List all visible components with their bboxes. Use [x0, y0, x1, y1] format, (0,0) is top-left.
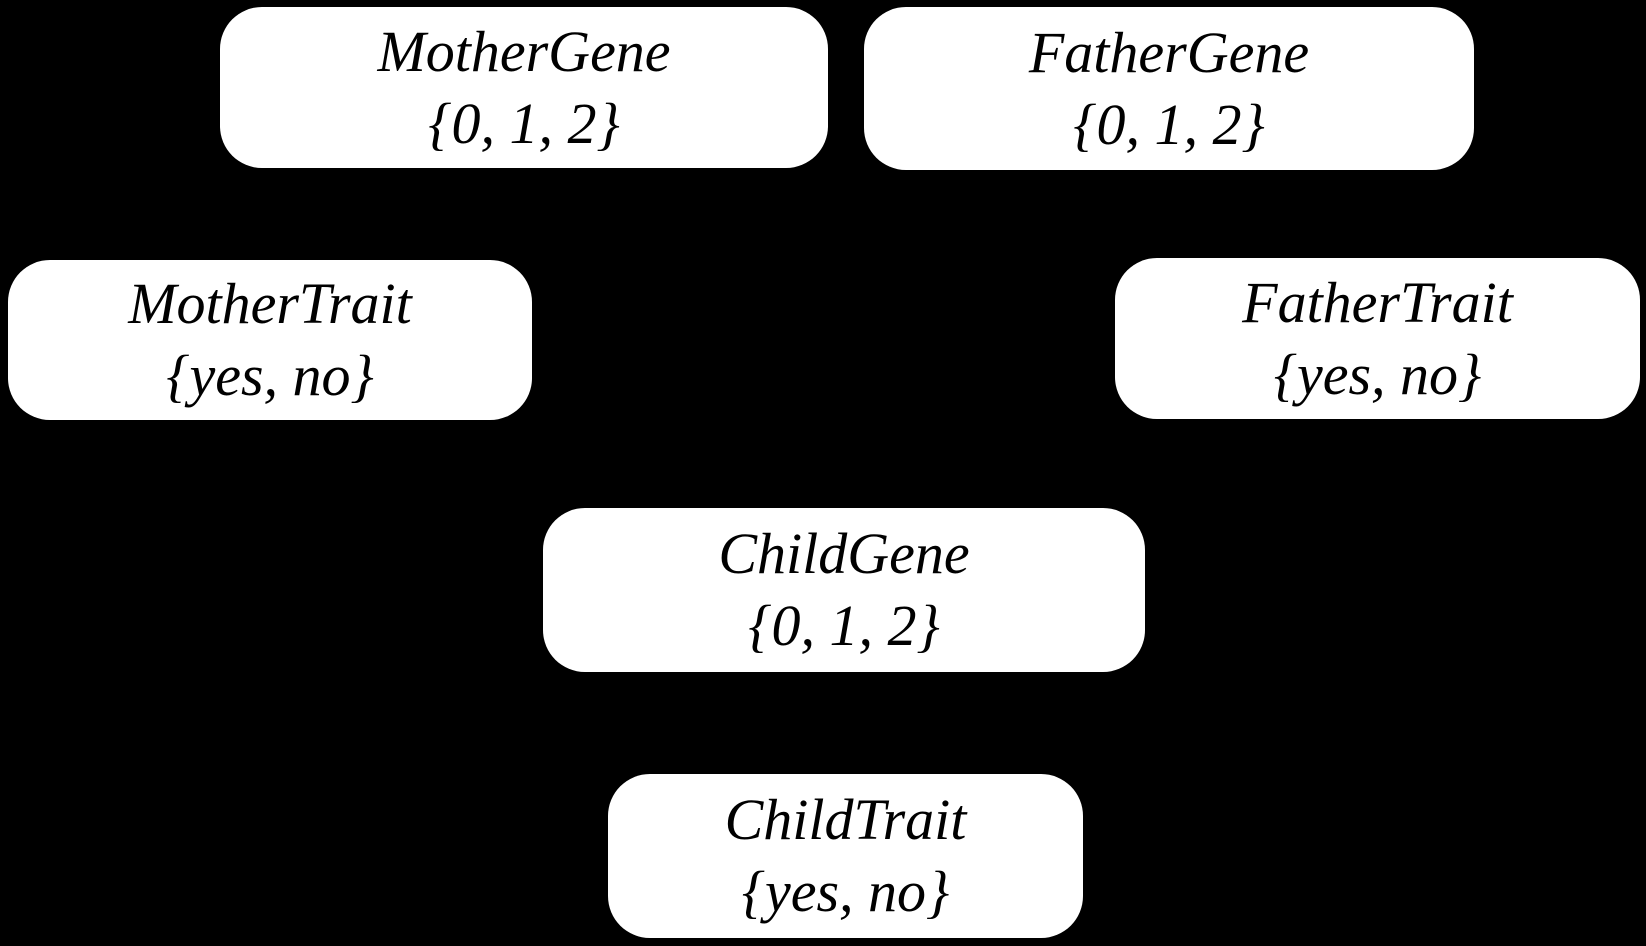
node-values: {0, 1, 2} — [748, 593, 940, 658]
node-values: {0, 1, 2} — [1073, 91, 1265, 157]
node-values: {yes, no} — [741, 859, 950, 924]
node-label: FatherTrait — [1242, 269, 1513, 335]
node-label: ChildTrait — [724, 787, 967, 853]
node-mother-gene: MotherGene {0, 1, 2} — [220, 7, 828, 168]
node-child-trait: ChildTrait {yes, no} — [608, 774, 1083, 938]
node-label: MotherTrait — [128, 271, 412, 337]
node-label: ChildGene — [718, 521, 970, 587]
node-label: MotherGene — [377, 18, 671, 84]
node-values: {yes, no} — [166, 343, 374, 408]
node-values: {yes, no} — [1273, 341, 1482, 407]
node-father-trait: FatherTrait {yes, no} — [1115, 258, 1640, 419]
node-mother-trait: MotherTrait {yes, no} — [8, 260, 532, 420]
node-label: FatherGene — [1028, 19, 1310, 85]
node-child-gene: ChildGene {0, 1, 2} — [543, 508, 1145, 672]
node-values: {0, 1, 2} — [428, 90, 620, 156]
node-father-gene: FatherGene {0, 1, 2} — [864, 7, 1474, 170]
